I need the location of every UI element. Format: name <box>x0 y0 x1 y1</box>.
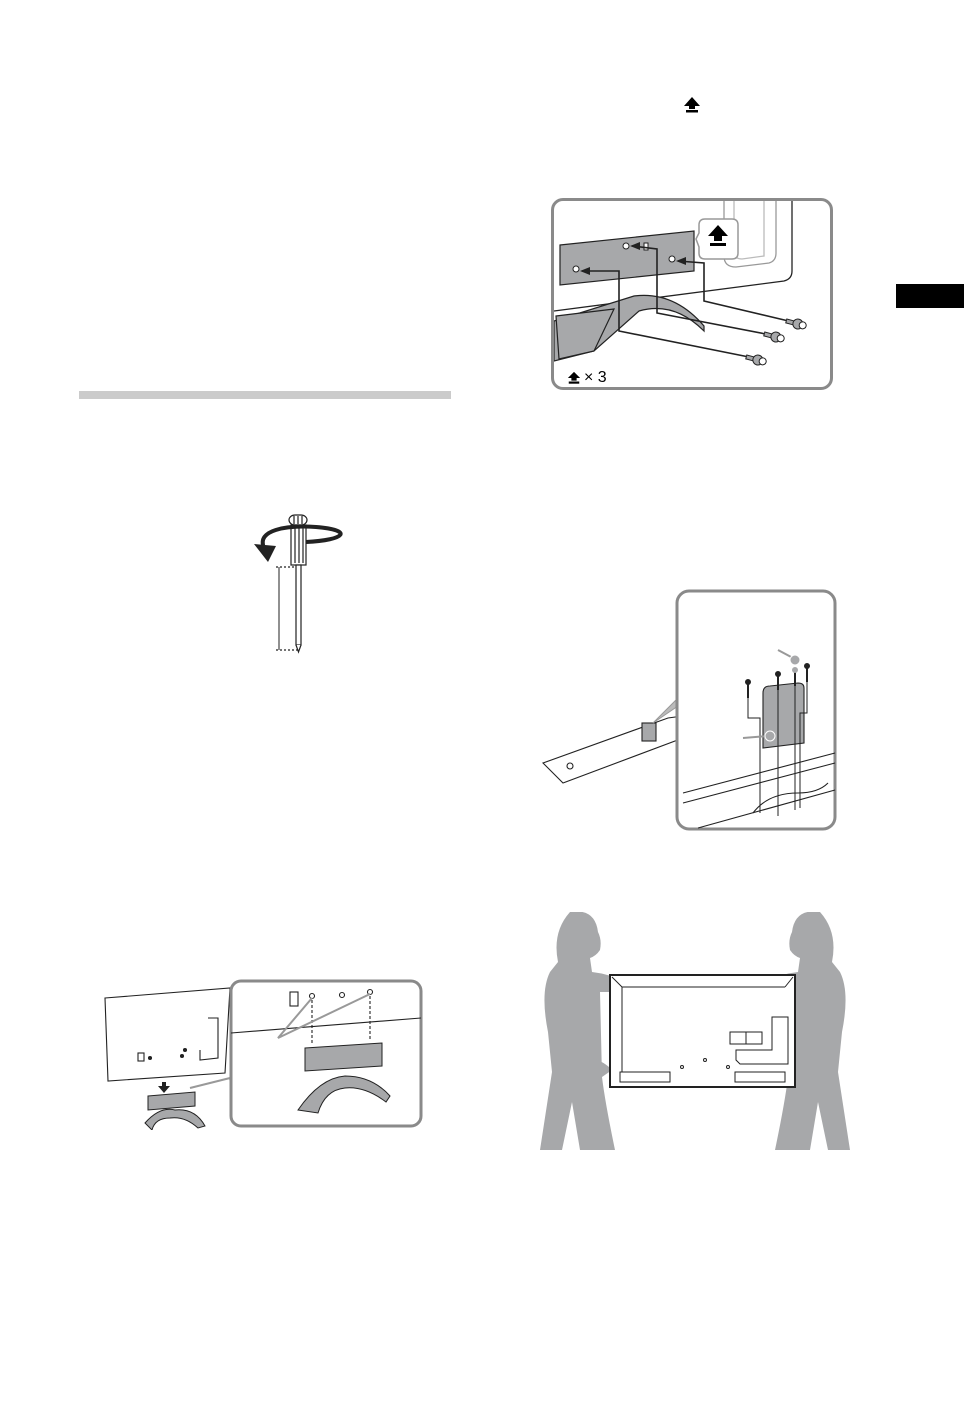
two-person-carry-figure <box>540 912 850 1150</box>
person-right-silhouette <box>765 912 850 1150</box>
screwdriver-icon <box>276 514 308 654</box>
chapter-tab-marker <box>896 284 964 308</box>
screw-icon <box>745 663 810 698</box>
screwdriver-figure <box>254 514 343 654</box>
stand-bracket-screws-illustration <box>554 201 807 366</box>
screw-type-callout <box>695 218 739 260</box>
section-divider <box>79 391 451 399</box>
bracket-detail-figure <box>541 589 837 831</box>
rotation-arrow-icon <box>254 524 343 562</box>
tv-back-panel <box>609 974 796 1088</box>
person-left-silhouette <box>540 912 625 1150</box>
tv-stand-attach-figure <box>104 979 423 1130</box>
screw-count-label: × 3 <box>566 369 607 387</box>
screw-arrow-icon <box>684 97 700 113</box>
screw-icon <box>745 318 807 366</box>
stand-screws-panel: × 3 <box>551 198 833 390</box>
screw-count-text: × 3 <box>584 369 607 386</box>
screw-arrow-icon <box>567 371 581 384</box>
